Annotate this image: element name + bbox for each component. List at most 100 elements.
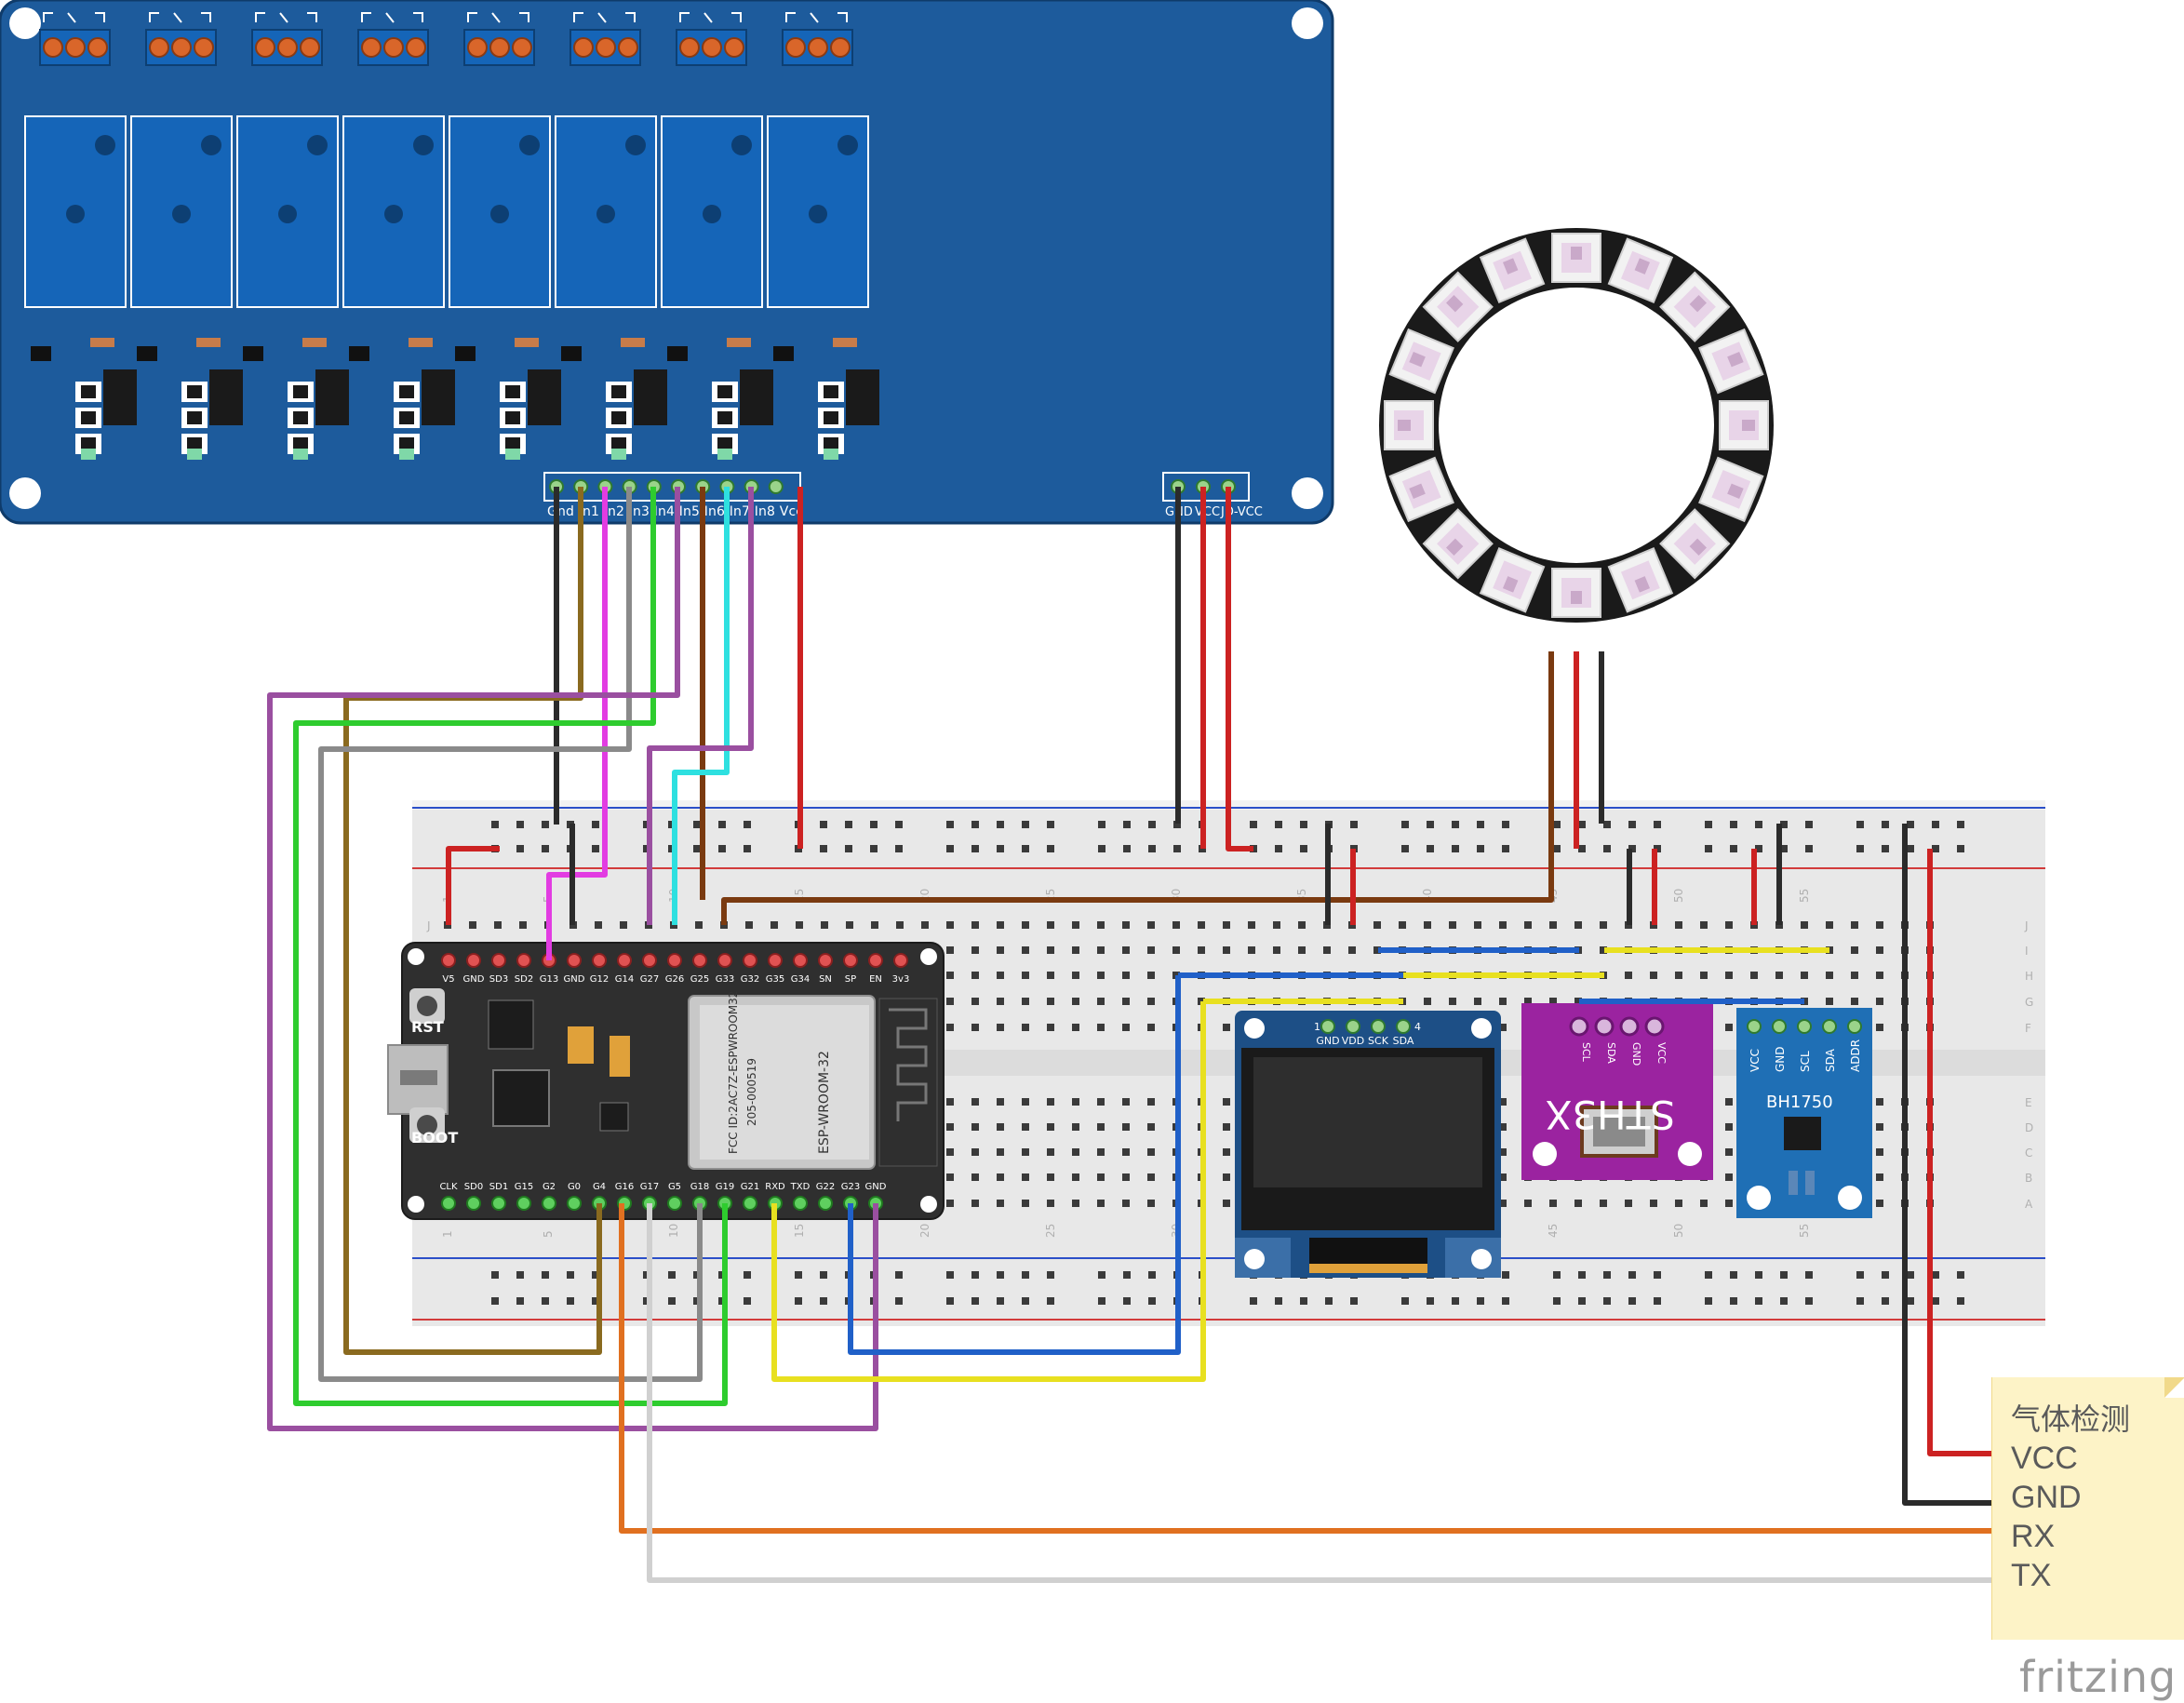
relay-dot [172,205,191,223]
breadboard-hole [1600,946,1607,954]
note-fold [2164,1377,2184,1398]
smd-part [293,437,308,450]
breadboard-hole [1223,1148,1230,1156]
esp-bottom-pin-label: G19 [716,1182,734,1192]
led-chip [1727,483,1744,500]
esp-top-pin [516,953,531,968]
led-chip [1398,420,1411,431]
relay-dot [278,205,297,223]
breadboard-hole [668,1297,676,1305]
breadboard-hole [1725,1200,1733,1207]
breadboard-hole [946,821,954,828]
breadboard-hole [1298,921,1306,929]
breadboard-hole [744,1297,751,1305]
column-number: 55 [1798,889,1811,903]
breadboard-hole [1147,946,1155,954]
breadboard-hole [1805,1297,1813,1305]
breadboard-hole [1348,946,1356,954]
oled-pin-one: 1 [1314,1021,1320,1033]
esp-bottom-pin-label: G16 [615,1182,634,1192]
esp-bottom-pin [441,1196,456,1211]
breadboard-hole [1603,1271,1611,1279]
breadboard-hole [1826,998,1833,1005]
relay-dot [731,135,752,155]
breadboard-hole [718,845,726,852]
breadboard-hole [1401,1297,1409,1305]
smd-part [81,411,96,424]
breadboard-hole [491,821,499,828]
smd-part [399,411,414,424]
breadboard-hole [845,821,852,828]
breadboard-hole [1499,1200,1507,1207]
breadboard-hole [1323,946,1331,954]
breadboard-hole [1097,972,1105,979]
esp-top-pin-label: GND [564,974,585,985]
breadboard-hole [946,1200,954,1207]
breadboard-hole [997,921,1004,929]
breadboard-hole [971,1173,979,1181]
breadboard-hole [1047,998,1054,1005]
esp-bottom-pin-label: G21 [741,1182,759,1192]
breadboard-hole [1147,1024,1155,1031]
oled-pin-label: SDA [1393,1035,1414,1047]
breadboard-hole [997,1297,1004,1305]
breadboard-hole [1851,921,1858,929]
breadboard-hole [946,998,954,1005]
smd-part [187,411,202,424]
ring-led [1479,547,1546,613]
breadboard-hole [1628,821,1636,828]
breadboard-hole [946,946,954,954]
gas-note-tx: TX [2011,1558,2052,1593]
breadboard-hole [946,1123,954,1131]
screw-icon [724,37,744,58]
breadboard-hole [1628,1271,1636,1279]
esp-top-pin [768,953,783,968]
screw-icon [489,37,510,58]
sth3x-name: STH3X [1546,1092,1675,1137]
oled-pin [1396,1019,1411,1034]
breadboard-hole [1250,1297,1257,1305]
breadboard-hole [971,998,979,1005]
breadboard-hole [1172,921,1180,929]
bh1750-pin-label: ADDR [1849,1039,1862,1072]
smd-part [824,385,838,398]
breadboard-hole [1047,845,1054,852]
smd-part [81,437,96,450]
breadboard-hole [846,921,853,929]
breadboard-hole [1705,1271,1712,1279]
optocoupler [634,369,667,425]
relay-dot [703,205,721,223]
breadboard-hole [820,821,827,828]
breadboard-hole [1755,845,1762,852]
esp-top-pin-label: G26 [665,974,684,985]
breadboard-hole [491,1297,499,1305]
breadboard-hole [1424,998,1431,1005]
esp-top-pin-label: V5 [442,974,454,985]
breadboard-hole [820,1297,827,1305]
module-r-text: 205-000519 [745,1058,758,1126]
column-number: 25 [1044,1224,1057,1238]
relay-dot [490,205,509,223]
breadboard-hole [1957,821,1964,828]
relay-module: Gnd In1 In2 In3 In4 In5 In6 In7 In8 Vcc … [0,0,1334,525]
screw-icon [785,37,806,58]
breadboard-hole [1273,946,1280,954]
screw-icon [277,37,298,58]
esp-bottom-pin-label: G4 [593,1182,606,1192]
breadboard-hole [870,821,878,828]
breadboard-hole [997,972,1004,979]
breadboard-hole [1851,946,1858,954]
breadboard-hole [516,845,524,852]
breadboard-hole [1856,821,1864,828]
breadboard-hole [1098,845,1105,852]
breadboard-hole [494,921,502,929]
breadboard-hole [1122,1024,1130,1031]
breadboard-hole [1022,998,1029,1005]
transistor [137,346,157,361]
gas-note-title: 气体检测 [2011,1401,2131,1437]
screw-icon [300,37,320,58]
bh1750-pin [1847,1019,1862,1034]
wire [446,846,500,925]
ring-led [1551,233,1601,283]
terminal-marking [467,12,529,23]
